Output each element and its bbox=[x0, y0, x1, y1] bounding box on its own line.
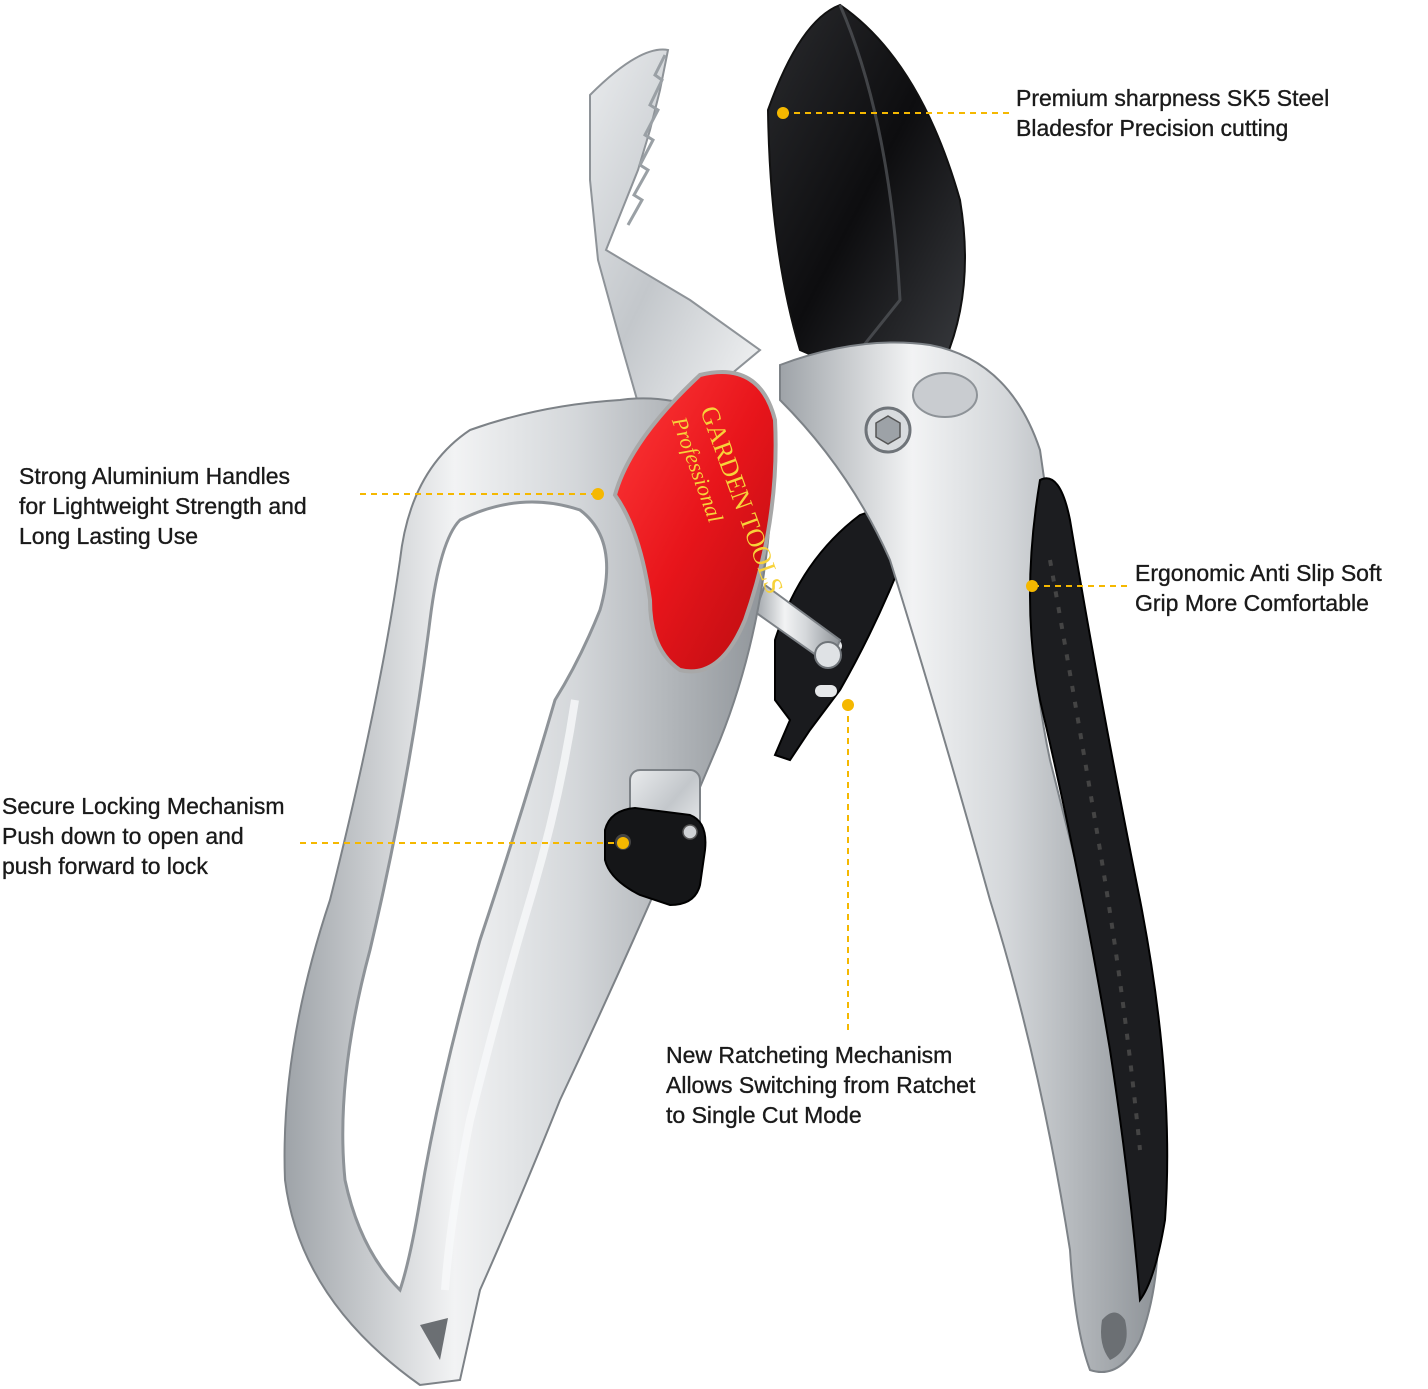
lock-screw bbox=[682, 824, 698, 840]
blade-bevel bbox=[838, 4, 902, 351]
grip-callout-line2: Grip More Comfortable bbox=[1135, 590, 1369, 616]
lock-callout-line1: Secure Locking Mechanism bbox=[2, 793, 285, 819]
blade-serration bbox=[626, 54, 667, 226]
handle-hang-hole bbox=[1101, 1312, 1127, 1360]
grip-callout-line1: Ergonomic Anti Slip Soft bbox=[1135, 560, 1382, 586]
callout-leaders bbox=[300, 112, 1130, 1030]
handle-inner-rib bbox=[441, 699, 579, 1291]
grip-callout-dot bbox=[1026, 580, 1038, 592]
ratchet-callout-line1: New Ratcheting Mechanism bbox=[666, 1042, 953, 1068]
handles-callout-line1: Strong Aluminium Handles bbox=[19, 463, 291, 489]
blade-callout-line2: Bladesfor Precision cutting bbox=[1016, 115, 1289, 141]
grip-callout: Ergonomic Anti Slip Soft Grip More Comfo… bbox=[1135, 558, 1382, 618]
handles-callout-line3: Long Lasting Use bbox=[19, 523, 199, 549]
link-pivot bbox=[814, 641, 842, 669]
handle-opening bbox=[341, 500, 609, 1293]
ratchet-callout-line2: Allows Switching from Ratchet bbox=[666, 1072, 976, 1098]
lock-callout: Secure Locking Mechanism Push down to op… bbox=[2, 791, 285, 881]
handle-hang-hole bbox=[420, 1318, 448, 1360]
blade-callout-line1: Premium sharpness SK5 Steel bbox=[1016, 85, 1330, 111]
blade-callout: Premium sharpness SK5 Steel Bladesfor Pr… bbox=[1016, 83, 1330, 143]
handles-callout-dot bbox=[592, 488, 604, 500]
lock-switch bbox=[604, 806, 707, 907]
lock-callout-line3: push forward to lock bbox=[2, 853, 208, 879]
lock-callout-line2: Push down to open and bbox=[2, 823, 244, 849]
ratchet-slot bbox=[815, 685, 837, 697]
handles-callout-line2: for Lightweight Strength and bbox=[19, 493, 307, 519]
handles-callout: Strong Aluminium Handles for Lightweight… bbox=[19, 461, 307, 551]
right-handle bbox=[779, 341, 1159, 1373]
soft-grip bbox=[1029, 477, 1169, 1303]
callout-dots bbox=[592, 107, 1038, 849]
grip-texture bbox=[1048, 559, 1142, 1151]
ratchet-callout-dot bbox=[842, 699, 854, 711]
brand-badge bbox=[612, 370, 778, 674]
pivot-recess bbox=[912, 372, 978, 418]
blade-callout-dot bbox=[777, 107, 789, 119]
anvil-blade bbox=[589, 48, 762, 412]
ratchet-callout: New Ratcheting Mechanism Allows Switchin… bbox=[666, 1040, 976, 1130]
lock-callout-dot bbox=[617, 837, 629, 849]
ratchet-callout-line3: to Single Cut Mode bbox=[666, 1102, 862, 1128]
black-cutting-blade bbox=[766, 3, 966, 382]
pivot-bolt-hex bbox=[875, 415, 901, 445]
